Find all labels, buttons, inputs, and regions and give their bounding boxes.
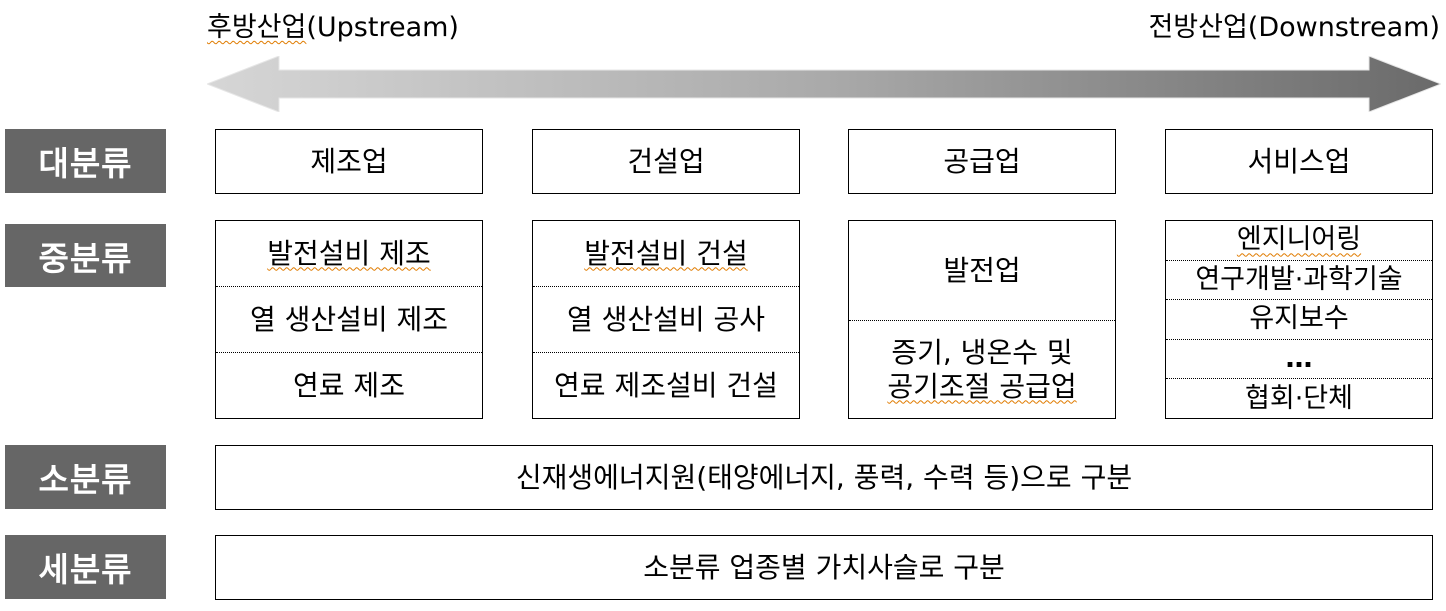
major-box-manufacturing: 제조업 xyxy=(215,129,483,194)
middle-item-text: 엔지니어링 xyxy=(1236,224,1362,256)
major-box-construction: 건설업 xyxy=(532,129,800,194)
upstream-label: 후방산업(Upstream) xyxy=(207,12,459,44)
minor-text: 신재생에너지원(태양에너지, 풍력, 수력 등)으로 구분 xyxy=(515,460,1133,494)
middle-item: 연구개발·과학기술 xyxy=(1166,259,1432,300)
major-label: 제조업 xyxy=(310,144,388,178)
middle-item: 협회·단체 xyxy=(1166,378,1432,418)
middle-item: 증기, 냉온수 및 공기조절 공급업 xyxy=(849,320,1115,418)
middle-item: 연료 제조 xyxy=(216,352,482,418)
middle-item-line: 증기, 냉온수 및 xyxy=(891,335,1073,369)
upstream-label-ko: 후방산업 xyxy=(207,12,307,43)
middle-box-supply: 발전업 증기, 냉온수 및 공기조절 공급업 xyxy=(848,220,1116,419)
tier-label-minor: 소분류 xyxy=(5,445,166,509)
major-box-supply: 공급업 xyxy=(848,129,1116,194)
middle-box-service: 엔지니어링 연구개발·과학기술 유지보수 … 협회·단체 xyxy=(1165,220,1433,419)
detail-text: 소분류 업종별 가치사슬로 구분 xyxy=(643,550,1005,584)
middle-item-ellipsis: … xyxy=(1166,338,1432,379)
detail-box: 소분류 업종별 가치사슬로 구분 xyxy=(215,535,1433,600)
middle-item-line: 공기조절 공급업 xyxy=(887,369,1077,403)
middle-item: 연료 제조설비 건설 xyxy=(533,352,799,418)
middle-item: 발전설비 건설 xyxy=(533,221,799,286)
major-label: 공급업 xyxy=(943,144,1021,178)
tier-label-major: 대분류 xyxy=(5,129,166,193)
middle-item: 열 생산설비 공사 xyxy=(533,286,799,352)
major-box-service: 서비스업 xyxy=(1165,129,1433,194)
middle-item: 유지보수 xyxy=(1166,299,1432,339)
tier-label-middle: 중분류 xyxy=(5,224,166,287)
middle-box-manufacturing: 발전설비 제조 열 생산설비 제조 연료 제조 xyxy=(215,220,483,419)
middle-item: 발전설비 제조 xyxy=(216,221,482,286)
middle-item-text: 발전설비 제조 xyxy=(267,236,431,270)
major-label: 건설업 xyxy=(627,144,705,178)
middle-item: 열 생산설비 제조 xyxy=(216,286,482,352)
middle-item: 엔지니어링 xyxy=(1166,221,1432,260)
downstream-label: 전방산업(Downstream) xyxy=(1148,12,1440,43)
middle-box-construction: 발전설비 건설 열 생산설비 공사 연료 제조설비 건설 xyxy=(532,220,800,419)
major-label: 서비스업 xyxy=(1247,144,1351,178)
tier-label-detail: 세분류 xyxy=(5,535,166,599)
middle-item-text: 발전설비 건설 xyxy=(584,236,748,270)
middle-item: 발전업 xyxy=(943,253,1021,287)
double-arrow-icon xyxy=(207,56,1441,112)
minor-box: 신재생에너지원(태양에너지, 풍력, 수력 등)으로 구분 xyxy=(215,445,1433,510)
upstream-label-en: (Upstream) xyxy=(306,12,459,43)
